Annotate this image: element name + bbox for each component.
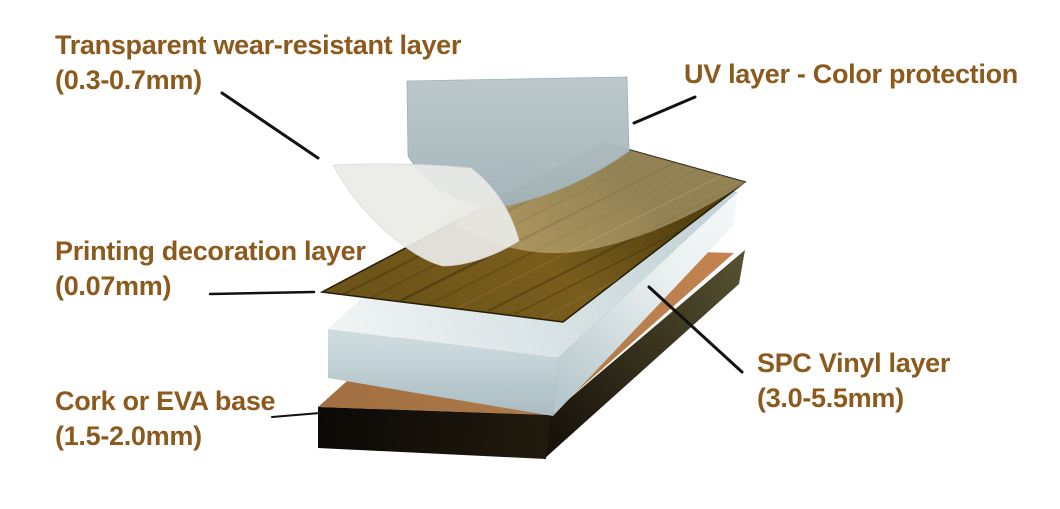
spc-front-face <box>328 329 558 416</box>
label-cork-base: Cork or EVA base (1.5-2.0mm) <box>55 384 276 454</box>
leader-line-spc <box>647 285 744 374</box>
leader-lines <box>208 91 744 418</box>
cork-right-face <box>544 250 745 459</box>
label-spc-layer-thickness: (3.0-5.5mm) <box>757 383 904 413</box>
label-cork-base-thickness: (1.5-2.0mm) <box>55 421 202 451</box>
label-wear-layer-name: Transparent wear-resistant layer <box>55 30 462 60</box>
spc-right-face <box>553 192 738 416</box>
leader-line-cork <box>271 412 321 418</box>
label-printing-layer-thickness: (0.07mm) <box>55 271 172 301</box>
label-spc-layer-name: SPC Vinyl layer <box>757 348 951 378</box>
label-spc-layer: SPC Vinyl layer (3.0-5.5mm) <box>757 346 950 416</box>
leader-line-uv <box>632 95 697 125</box>
label-printing-layer-name: Printing decoration layer <box>55 236 366 266</box>
leader-line-print <box>208 290 316 296</box>
wear-layer-sheet <box>332 163 520 267</box>
cork-front-face <box>318 407 550 459</box>
label-uv-layer-name: UV layer - Color protection <box>684 59 1018 89</box>
label-uv-layer: UV layer - Color protection <box>684 57 1018 92</box>
label-printing-layer: Printing decoration layer (0.07mm) <box>55 234 366 304</box>
label-wear-layer-thickness: (0.3-0.7mm) <box>55 65 202 95</box>
leader-line-wear <box>220 91 320 160</box>
label-wear-layer: Transparent wear-resistant layer (0.3-0.… <box>55 28 461 98</box>
label-cork-base-name: Cork or EVA base <box>55 386 276 416</box>
